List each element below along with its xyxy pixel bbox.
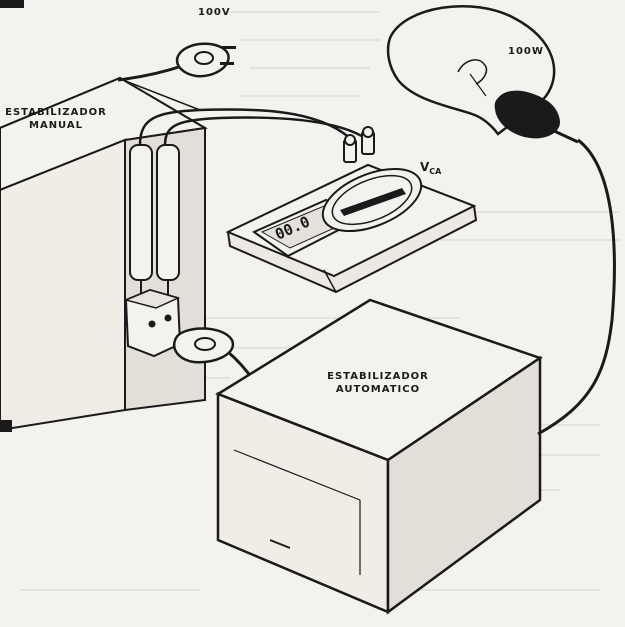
automatic-stabilizer-box (215, 298, 543, 615)
corner-block (0, 0, 24, 8)
label-auto-line1: ESTABILIZADOR (327, 371, 429, 382)
probe-right (156, 144, 180, 296)
label-meter-v: V (420, 160, 430, 174)
label-lamp-power: 100W (508, 46, 544, 57)
probe-leads (138, 108, 369, 146)
label-manual-line1: ESTABILIZADOR (5, 107, 107, 118)
label-plug-voltage: 100V (198, 7, 231, 18)
manual-outlet (123, 288, 182, 358)
label-meter-vca: VCA (420, 156, 441, 176)
cord-line (117, 77, 201, 111)
plug-cord (117, 64, 183, 82)
probe-left (129, 144, 153, 296)
left-edge-bar (0, 420, 12, 432)
light-bulb (386, 4, 579, 144)
label-manual-line2: MANUAL (29, 120, 83, 131)
label-automatic-stabilizer: ESTABILIZADOR AUTOMATICO (318, 370, 438, 396)
wall-plug (175, 42, 236, 78)
label-manual-stabilizer: ESTABILIZADOR MANUAL (0, 106, 112, 132)
label-auto-line2: AUTOMATICO (335, 384, 421, 395)
outlet-plug (173, 327, 235, 364)
meter-jacks (343, 126, 375, 163)
label-meter-ca: CA (429, 167, 442, 176)
lamp-cord (537, 138, 616, 436)
multimeter (225, 163, 478, 294)
